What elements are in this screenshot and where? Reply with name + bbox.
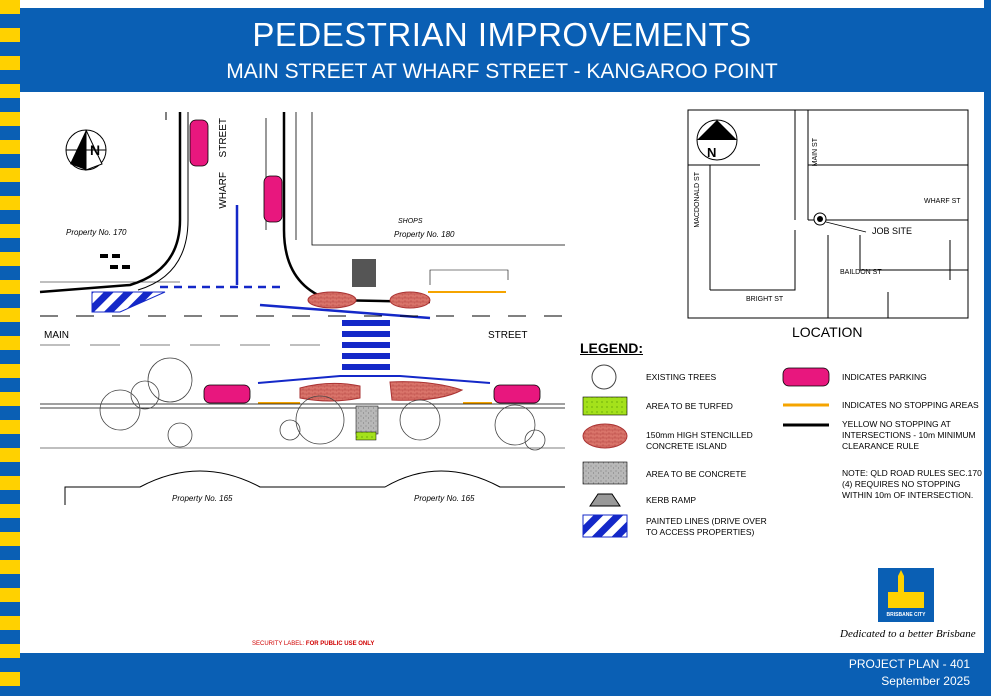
legend-turfed: AREA TO BE TURFED	[646, 401, 733, 411]
location-wharf-st: WHARF ST	[924, 198, 961, 205]
security-label-value: FOR PUBLIC USE ONLY	[305, 641, 375, 647]
plan-date: September 2025	[881, 674, 970, 688]
legend-island: 150mm HIGH STENCILLED CONCRETE ISLAND	[646, 430, 753, 451]
legend-trees: EXISTING TREES	[646, 372, 717, 382]
left-border-stripe	[0, 0, 20, 696]
legend-note: NOTE: QLD ROAD RULES SEC.170 (4) REQUIRE…	[842, 468, 982, 500]
location-title: LOCATION	[792, 324, 863, 340]
location-job-site: JOB SITE	[872, 226, 913, 236]
street-label-street: STREET	[218, 118, 229, 158]
property-180-label: Property No. 180	[394, 230, 455, 239]
title-banner: PEDESTRIAN IMPROVEMENTS MAIN STREET AT W…	[20, 8, 984, 92]
project-plan-number: PROJECT PLAN - 401	[848, 657, 970, 671]
legend-concrete: AREA TO BE CONCRETE	[646, 469, 747, 479]
shops-label: SHOPS	[398, 218, 423, 225]
location-map: N	[687, 109, 969, 319]
security-label: SECURITY LABEL: FOR PUBLIC USE ONLY	[252, 641, 374, 647]
legend-kerb-ramp: KERB RAMP	[646, 495, 697, 505]
legend-title: LEGEND:	[580, 340, 643, 356]
north-arrow-icon: N	[65, 129, 107, 171]
property-170-label: Property No. 170	[66, 228, 127, 237]
footer-bar: PROJECT PLAN - 401 September 2025	[20, 653, 984, 696]
brisbane-city-logo: BRISBANE CITY	[878, 568, 934, 622]
zebra-crossing	[342, 320, 390, 370]
legend-parking: INDICATES PARKING	[842, 372, 927, 382]
security-label-key: SECURITY LABEL:	[252, 641, 305, 647]
right-border	[984, 0, 991, 696]
north-label: N	[90, 142, 100, 158]
city-hall-icon	[888, 570, 924, 608]
logo-text: BRISBANE CITY	[886, 612, 926, 618]
tagline: Dedicated to a better Brisbane	[840, 628, 976, 640]
legend-yellow-no-stopping: YELLOW NO STOPPING AT INTERSECTIONS - 10…	[842, 419, 976, 451]
page-title: PEDESTRIAN IMPROVEMENTS	[252, 16, 752, 53]
location-north-label: N	[707, 145, 716, 160]
property-165-label: Property No. 165	[172, 494, 233, 503]
page-subtitle: MAIN STREET AT WHARF STREET - KANGAROO P…	[226, 60, 778, 83]
location-baildon-st: BAILDON ST	[840, 269, 882, 276]
location-main-st: MAIN ST	[812, 138, 819, 167]
parked-car-icon	[189, 119, 541, 404]
legend-painted: PAINTED LINES (DRIVE OVER TO ACCESS PROP…	[646, 516, 767, 537]
legend-no-stopping: INDICATES NO STOPPING AREAS	[842, 400, 979, 410]
street-label-street-east: STREET	[488, 330, 528, 341]
street-label-main: MAIN	[44, 330, 69, 341]
location-macdonald-st: MACDONALD ST	[694, 172, 701, 228]
property-165-label-east: Property No. 165	[414, 494, 475, 503]
location-bright-st: BRIGHT ST	[746, 296, 784, 303]
legend-swatches	[582, 364, 830, 538]
street-label-wharf: WHARF	[218, 172, 229, 209]
